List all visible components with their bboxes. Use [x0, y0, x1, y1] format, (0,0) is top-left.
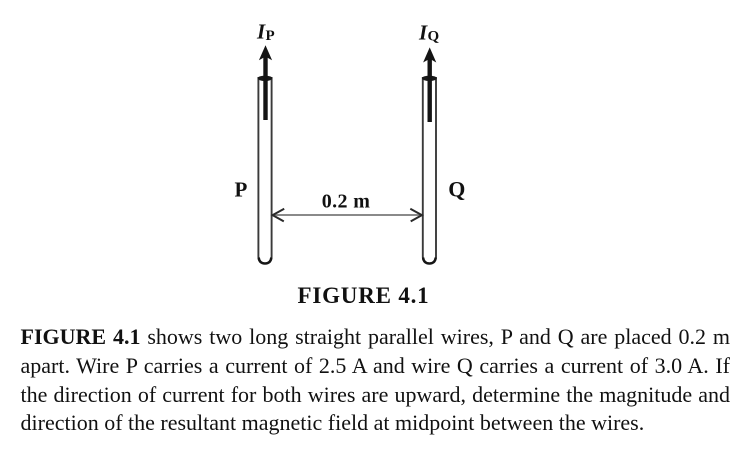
- svg-text:0.2 m: 0.2 m: [322, 191, 370, 213]
- svg-text:I: I: [418, 21, 428, 45]
- svg-text:Q: Q: [428, 29, 440, 45]
- svg-text:P: P: [235, 178, 248, 202]
- svg-text:P: P: [266, 28, 275, 44]
- svg-text:I: I: [256, 20, 266, 44]
- svg-text:Q: Q: [448, 177, 465, 202]
